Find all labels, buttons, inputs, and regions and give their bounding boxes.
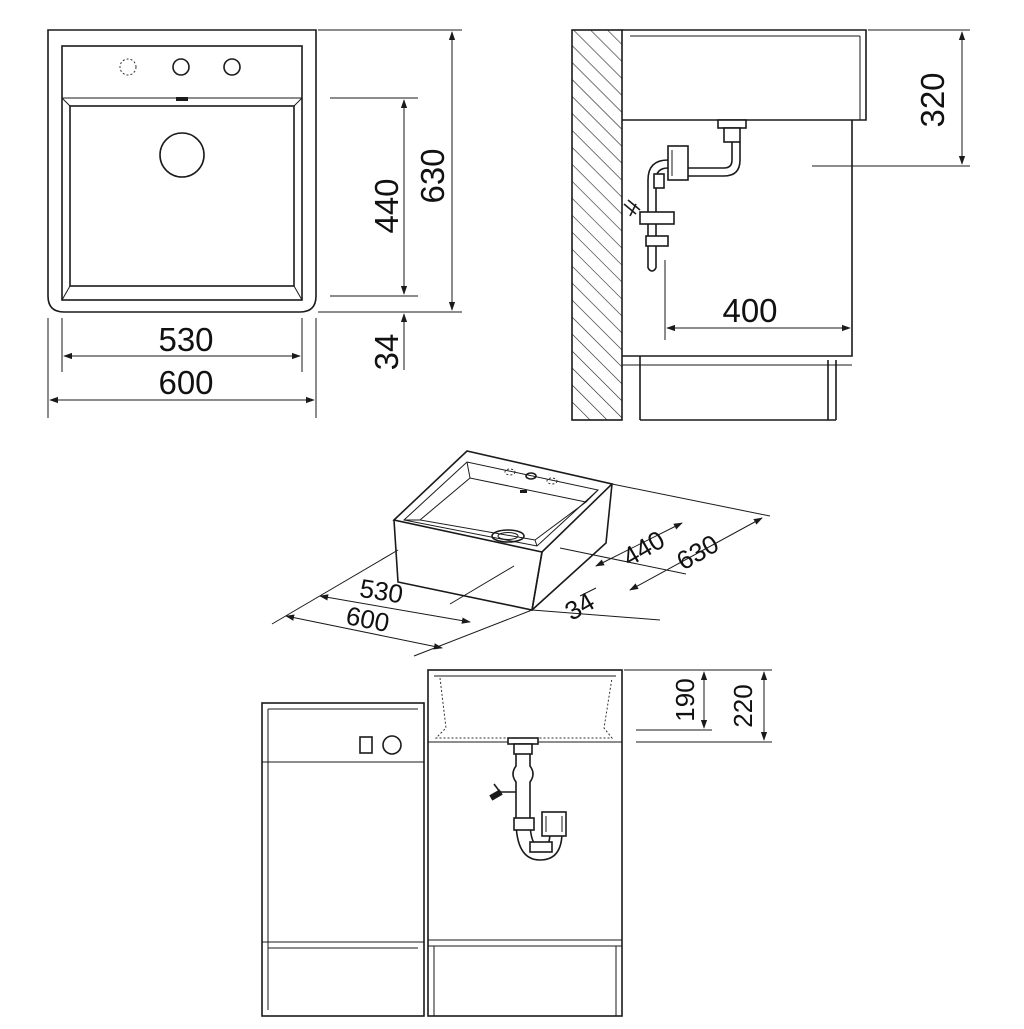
cabinet-front (427, 669, 623, 1017)
dishwasher (261, 702, 425, 1017)
dim-depth-inner: 440 (368, 178, 405, 233)
sink-body-side (622, 29, 867, 121)
dishwasher-knob-icon (382, 735, 402, 755)
tap-hole-icon (172, 58, 190, 76)
plan-view: 530 600 440 630 34 (47, 29, 462, 418)
dim-width-inner: 530 (158, 321, 213, 358)
drain-icon (159, 132, 205, 178)
dim-width-outer: 600 (158, 364, 213, 401)
iso-dim-depth-inner: 440 (617, 524, 670, 572)
tap-hole-icon (223, 58, 241, 76)
siphon-side-icon (623, 119, 747, 340)
tap-hole-optional-icon (119, 58, 137, 76)
dim-waste-offset: 400 (722, 292, 777, 329)
side-view: 320 400 (571, 29, 970, 421)
iso-dim-rim: 34 (559, 586, 599, 626)
dim-rim: 34 (368, 334, 405, 371)
sink-outline (47, 29, 317, 313)
dim-bowl-depth: 320 (914, 72, 951, 127)
wall (571, 29, 623, 421)
iso-dim-width-inner: 530 (358, 573, 406, 609)
siphon-front-icon (489, 737, 567, 861)
front-view: 190 220 (261, 669, 772, 1017)
dim-outer-height: 220 (728, 684, 758, 727)
iso-view: 530 600 440 630 34 (271, 450, 771, 657)
dim-inner-height: 190 (670, 678, 700, 721)
cabinet-side (622, 120, 853, 421)
iso-dim-depth-outer: 630 (671, 528, 724, 576)
dim-depth-outer: 630 (414, 148, 451, 203)
sink-iso (392, 450, 614, 611)
dishwasher-button-icon (359, 736, 373, 754)
